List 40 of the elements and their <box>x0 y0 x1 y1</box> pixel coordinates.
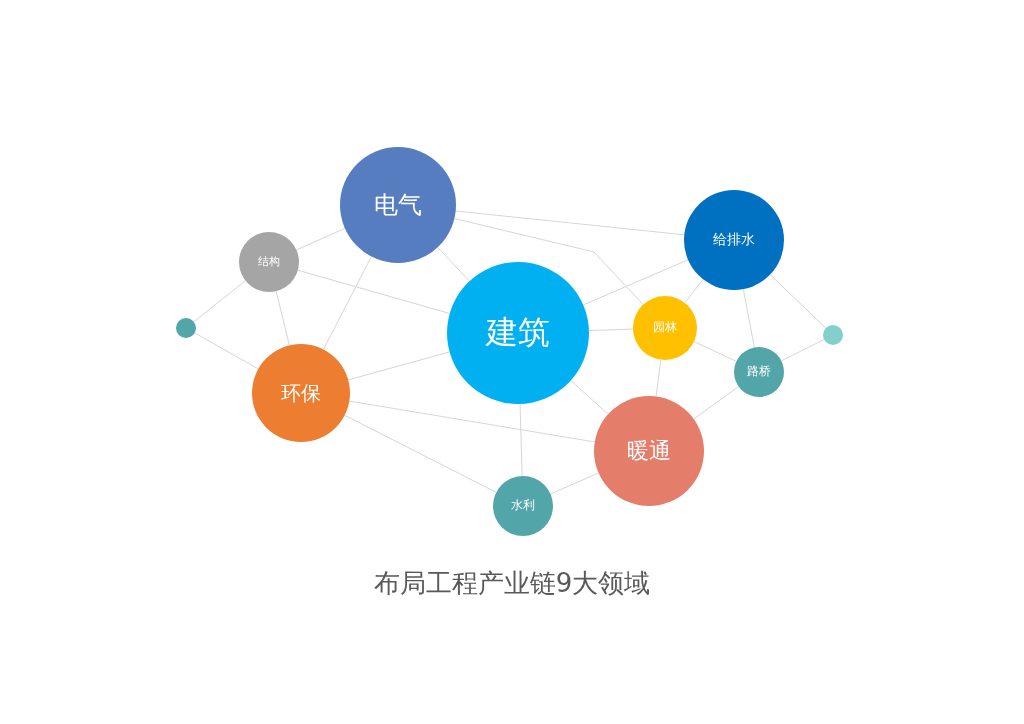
topic-label: 园林 <box>653 321 677 335</box>
topic-label: 建筑 <box>486 315 550 351</box>
connector-line <box>322 256 372 350</box>
topic-label: 水利 <box>511 499 535 513</box>
connector-line <box>437 246 470 282</box>
connector-line <box>769 274 827 329</box>
connector-line <box>655 359 662 397</box>
topic-circle <box>493 476 553 536</box>
connector-line <box>582 259 689 306</box>
connector-line <box>297 269 451 315</box>
topic-label: 路桥 <box>747 365 771 379</box>
dot-node <box>823 325 843 345</box>
connector-line <box>588 328 634 332</box>
topic-circle <box>734 347 784 397</box>
diagram-title: 布局工程产业链9大领域 <box>373 568 651 598</box>
connector-line <box>275 290 290 346</box>
connector-line <box>455 210 685 236</box>
connector-line <box>519 403 523 477</box>
topic-label: 结构 <box>258 255 280 269</box>
connector-line <box>194 332 259 370</box>
topic-label: 电气 <box>374 191 422 219</box>
connector-line <box>780 338 825 362</box>
connector-line <box>344 414 497 493</box>
connector-line <box>570 380 609 415</box>
topic-label: 环保 <box>281 382 321 404</box>
connector-line <box>453 218 644 306</box>
connector-line <box>550 472 600 495</box>
dot-node <box>176 318 196 338</box>
topic-circle <box>633 296 697 360</box>
topic-label: 给排水 <box>713 232 755 248</box>
connector-line <box>693 341 737 362</box>
connector-line <box>684 278 704 304</box>
connector-line <box>295 227 346 251</box>
connector-line <box>693 386 740 420</box>
topic-circle <box>239 232 299 292</box>
connector-line <box>193 280 246 323</box>
connector-line <box>348 400 596 443</box>
connector-line <box>347 351 451 381</box>
connector-line <box>742 288 755 348</box>
topic-label: 暖通 <box>627 438 671 464</box>
